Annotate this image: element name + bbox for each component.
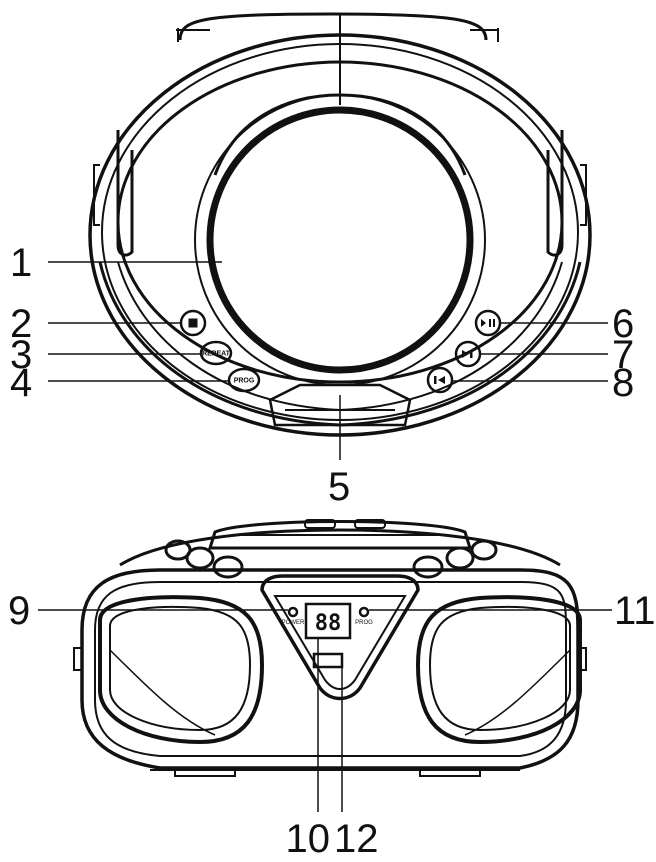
prog-button[interactable]	[227, 367, 261, 393]
callout-10: 10	[286, 817, 331, 861]
skip-back-button[interactable]	[426, 366, 454, 394]
callout-9: 9	[8, 589, 30, 633]
repeat-button-label: REPEAT	[202, 351, 231, 358]
led-display	[304, 602, 352, 640]
callout-5: 5	[328, 465, 350, 509]
power-led	[287, 606, 299, 618]
remote-sensor	[312, 652, 344, 669]
callout-3: 3	[10, 333, 32, 377]
power-label: POWER	[282, 620, 305, 626]
callout-7: 7	[612, 333, 634, 377]
left-speaker-grille	[98, 595, 265, 745]
front-control-panel	[260, 574, 420, 701]
skip-back-icon	[434, 376, 445, 384]
prog-led	[358, 606, 370, 618]
top-view: REPEAT PROG 1 2 3 4	[10, 12, 634, 509]
repeat-button[interactable]	[199, 340, 233, 366]
carry-handle	[178, 12, 488, 41]
play-pause-icon	[481, 319, 495, 327]
callout-12: 12	[334, 817, 379, 861]
callout-11: 11	[614, 589, 656, 633]
callout-6: 6	[612, 302, 634, 346]
front-view: POWER PROG 88 9 11 10 12	[8, 519, 656, 861]
cd-lid[interactable]	[206, 106, 474, 374]
led-display-value: 88	[315, 611, 342, 636]
right-speaker-grille	[415, 595, 582, 745]
callout-8: 8	[612, 361, 634, 405]
prog-button-label: PROG	[234, 378, 255, 385]
skip-forward-icon	[462, 350, 473, 358]
play-pause-button[interactable]	[474, 309, 502, 337]
stop-icon	[188, 318, 198, 328]
callout-1: 1	[10, 241, 32, 285]
callout-4: 4	[10, 361, 32, 405]
prog-label: PROG	[355, 620, 373, 626]
callout-2: 2	[10, 302, 32, 346]
